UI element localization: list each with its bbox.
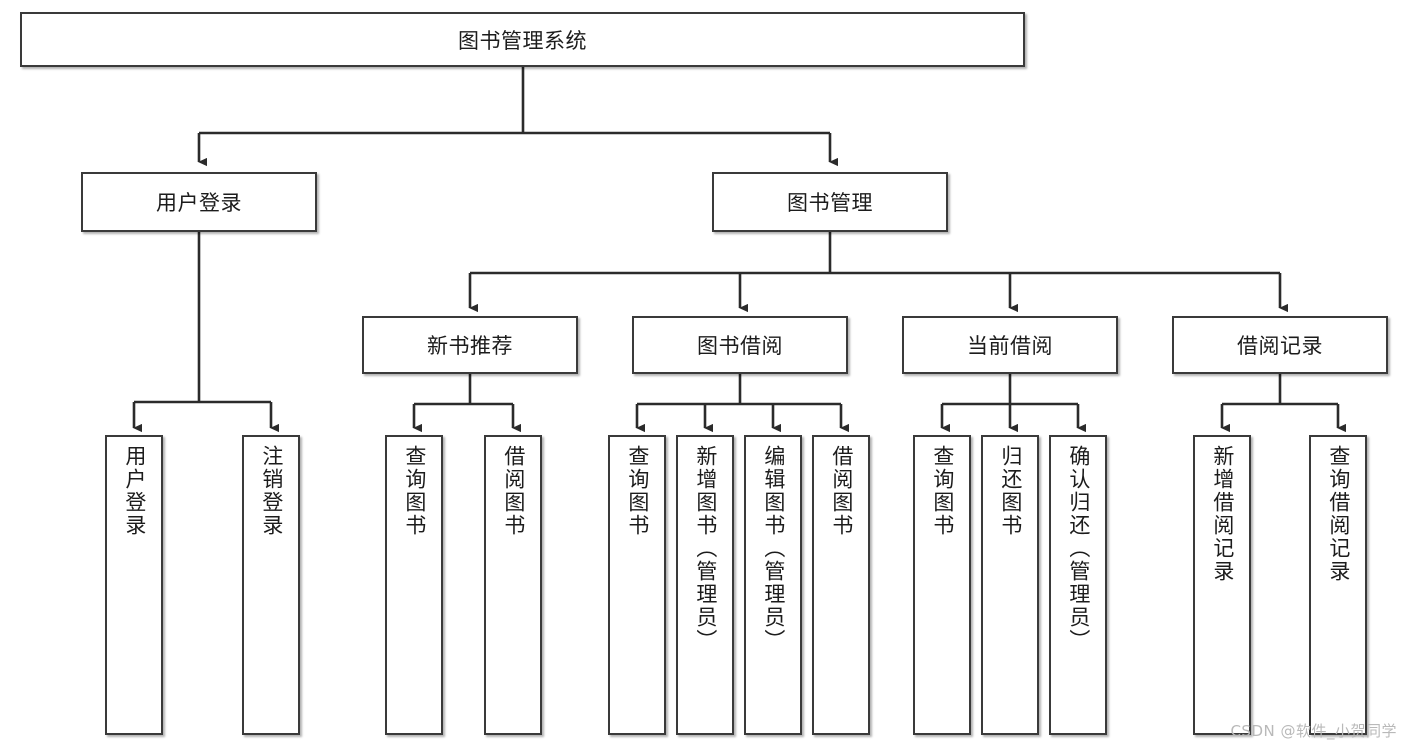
leaf-borrow-book-1[interactable]: 借阅图书 [484, 435, 542, 735]
leaf-query-book-2[interactable]: 查询图书 [608, 435, 666, 735]
node-root-label: 图书管理系统 [458, 28, 587, 53]
node-user-login-label: 用户登录 [156, 191, 242, 215]
leaf-query-book-3-label: 查询图书 [930, 445, 955, 537]
leaf-edit-book[interactable]: 编辑图书（管理员） [744, 435, 802, 735]
leaf-return-book[interactable]: 归还图书 [981, 435, 1039, 735]
node-user-login[interactable]: 用户登录 [81, 172, 317, 232]
node-book-manage[interactable]: 图书管理 [712, 172, 948, 232]
leaf-user-login-label: 用户登录 [122, 445, 147, 537]
leaf-add-book-label: 新增图书（管理员） [693, 445, 718, 652]
leaf-confirm-return[interactable]: 确认归还（管理员） [1049, 435, 1107, 735]
node-root[interactable]: 图书管理系统 [20, 12, 1025, 67]
leaf-borrow-book-1-label: 借阅图书 [501, 445, 526, 537]
leaf-add-record-label: 新增借阅记录 [1210, 445, 1235, 583]
leaf-query-record[interactable]: 查询借阅记录 [1309, 435, 1367, 735]
watermark: CSDN @软件_小贺同学 [1230, 722, 1397, 740]
leaf-logout[interactable]: 注销登录 [242, 435, 300, 735]
leaf-query-book-2-label: 查询图书 [625, 445, 650, 537]
node-new-book-rec-label: 新书推荐 [427, 334, 513, 358]
node-borrow-record-label: 借阅记录 [1237, 334, 1323, 358]
node-new-book-rec[interactable]: 新书推荐 [362, 316, 578, 374]
leaf-query-book-1[interactable]: 查询图书 [385, 435, 443, 735]
leaf-user-login[interactable]: 用户登录 [105, 435, 163, 735]
leaf-add-record[interactable]: 新增借阅记录 [1193, 435, 1251, 735]
leaf-query-record-label: 查询借阅记录 [1326, 445, 1351, 583]
node-borrow-record[interactable]: 借阅记录 [1172, 316, 1388, 374]
leaf-borrow-book-2[interactable]: 借阅图书 [812, 435, 870, 735]
node-book-manage-label: 图书管理 [787, 191, 873, 215]
node-book-borrow-label: 图书借阅 [697, 334, 783, 358]
leaf-add-book[interactable]: 新增图书（管理员） [676, 435, 734, 735]
leaf-logout-label: 注销登录 [259, 445, 284, 537]
leaf-query-book-1-label: 查询图书 [402, 445, 427, 537]
node-current-borrow[interactable]: 当前借阅 [902, 316, 1118, 374]
leaf-edit-book-label: 编辑图书（管理员） [761, 445, 786, 652]
node-book-borrow[interactable]: 图书借阅 [632, 316, 848, 374]
leaf-confirm-return-label: 确认归还（管理员） [1066, 445, 1091, 652]
leaf-borrow-book-2-label: 借阅图书 [829, 445, 854, 537]
node-current-borrow-label: 当前借阅 [967, 334, 1053, 358]
leaf-return-book-label: 归还图书 [998, 445, 1023, 537]
leaf-query-book-3[interactable]: 查询图书 [913, 435, 971, 735]
